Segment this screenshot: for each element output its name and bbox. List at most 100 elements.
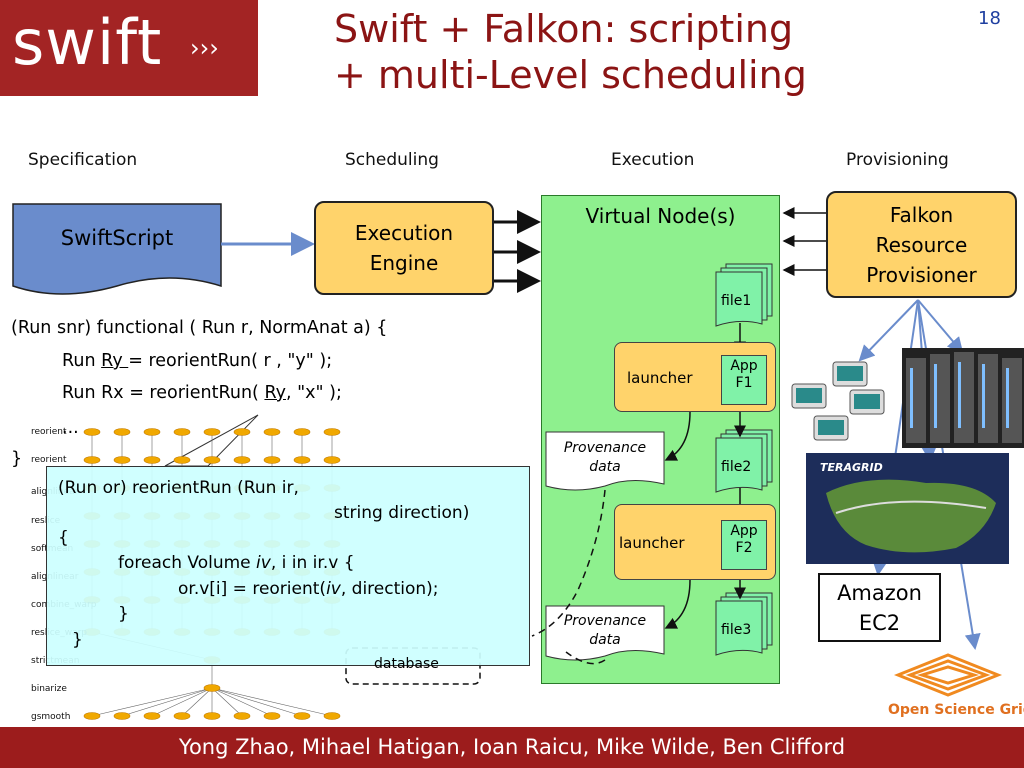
code-var-iv: iv (256, 553, 271, 573)
code-text: or.v[i] = reorient( (178, 579, 327, 599)
app-f1-line1: App (730, 358, 758, 374)
func-line-2: string direction) (334, 503, 470, 523)
teragrid-map-image: TERAGRID (806, 453, 1009, 564)
column-specification: Specification (28, 150, 138, 170)
workflow-edge (211, 687, 333, 717)
workflow-node (143, 456, 161, 464)
code-text: = reorientRun( r , "y" ); (128, 351, 333, 371)
workflow-node (173, 712, 191, 720)
stage-label: reslice (31, 516, 60, 526)
slide-title: Swift + Falkon: scripting + multi-Level … (334, 6, 924, 98)
workflow-node (113, 428, 131, 436)
title-line-2: + multi-Level scheduling (334, 53, 807, 97)
func-line-1: (Run or) reorientRun (Run ir, (58, 478, 299, 498)
code-line-1: (Run snr) functional ( Run r, NormAnat a… (11, 318, 388, 338)
code-var-ry: Ry (264, 383, 286, 403)
workflow-node (113, 712, 131, 720)
provenance-line2: data (589, 632, 621, 648)
footer-authors: Yong Zhao, Mihael Hatigan, Ioan Raicu, M… (0, 727, 1024, 768)
engine-label-line1: Execution (354, 221, 454, 245)
workflow-edge (211, 687, 273, 717)
code-text: foreach Volume (118, 553, 257, 573)
workflow-node (83, 456, 101, 464)
workflow-node (323, 428, 341, 436)
file3-label: file3 (721, 622, 752, 638)
workflow-node (113, 456, 131, 464)
code-text: , direction); (340, 579, 439, 599)
column-provisioning: Provisioning (846, 150, 949, 170)
reorient-function-box (46, 466, 530, 666)
stage-label: reorient (31, 427, 67, 437)
workflow-node (143, 428, 161, 436)
swiftscript-label: SwiftScript (60, 226, 174, 250)
workflow-node (173, 428, 191, 436)
code-line-4: ... (62, 418, 79, 438)
virtual-node-label: Virtual Node(s) (585, 204, 736, 228)
workflow-node (293, 712, 311, 720)
ec2-line2: EC2 (858, 611, 901, 635)
workflow-node (233, 712, 251, 720)
func-line-6: } (118, 604, 129, 624)
workflow-node (143, 712, 161, 720)
launcher-label: launcher (619, 534, 685, 552)
app-f2-line2: F2 (735, 540, 753, 556)
workflow-node (263, 456, 281, 464)
workflow-node (83, 712, 101, 720)
stage-label: binarize (31, 684, 67, 694)
provenance-data-1: Provenance data (546, 439, 664, 477)
provenance-line1: Provenance (563, 440, 647, 456)
column-execution: Execution (611, 150, 695, 170)
logo-text: swift (12, 6, 163, 79)
workflow-edge (121, 687, 213, 717)
provenance-data-2: Provenance data (546, 612, 664, 650)
server-racks-image (902, 348, 1024, 448)
code-text: , "x" ); (286, 383, 342, 403)
provenance-line1: Provenance (563, 613, 647, 629)
workflow-node (233, 428, 251, 436)
workflow-edge (91, 687, 213, 717)
file2-label: file2 (721, 459, 752, 475)
workstations-icon (791, 361, 885, 441)
func-line-4: foreach Volume iv, i in ir.v { (118, 553, 355, 573)
func-line-5: or.v[i] = reorient(iv, direction); (178, 579, 439, 599)
workflow-node (323, 712, 341, 720)
osg-logo-icon (893, 653, 1003, 697)
column-scheduling: Scheduling (345, 150, 439, 170)
ec2-line1: Amazon (837, 581, 922, 605)
code-line-3: Run Rx = reorientRun( Ry, "x" ); (62, 383, 342, 403)
workflow-edge (211, 687, 303, 717)
workflow-node (293, 428, 311, 436)
title-line-1: Swift + Falkon: scripting (334, 7, 794, 51)
stage-label: reorient (31, 455, 67, 465)
swift-logo: swift ››› (0, 0, 258, 96)
file1-label: file1 (721, 293, 752, 309)
app-f1-line2: F1 (735, 375, 753, 391)
osg-label: Open Science Grid (888, 702, 1024, 718)
database-label: database (374, 656, 439, 672)
stage-label: gsmooth (31, 712, 71, 722)
workflow-node (203, 456, 221, 464)
func-line-3: { (58, 528, 69, 548)
func-line-7: } (72, 630, 83, 650)
provenance-line2: data (589, 459, 621, 475)
falkon-line1: Falkon (889, 202, 954, 227)
workflow-edge (151, 687, 213, 717)
page-number: 18 (978, 8, 1001, 29)
workflow-node (203, 428, 221, 436)
code-line-5: } (11, 449, 23, 469)
code-text: Run Rx = reorientRun( (62, 383, 265, 403)
workflow-node (203, 712, 221, 720)
teragrid-label: TERAGRID (820, 461, 883, 474)
workflow-node (293, 456, 311, 464)
launcher-label: launcher (627, 369, 693, 387)
app-f2-line1: App (730, 523, 758, 539)
arrows-icon: ››› (190, 34, 219, 62)
code-text: Run (62, 351, 102, 371)
swiftscript-shape (12, 203, 222, 295)
code-var-ry: Ry (101, 351, 129, 371)
